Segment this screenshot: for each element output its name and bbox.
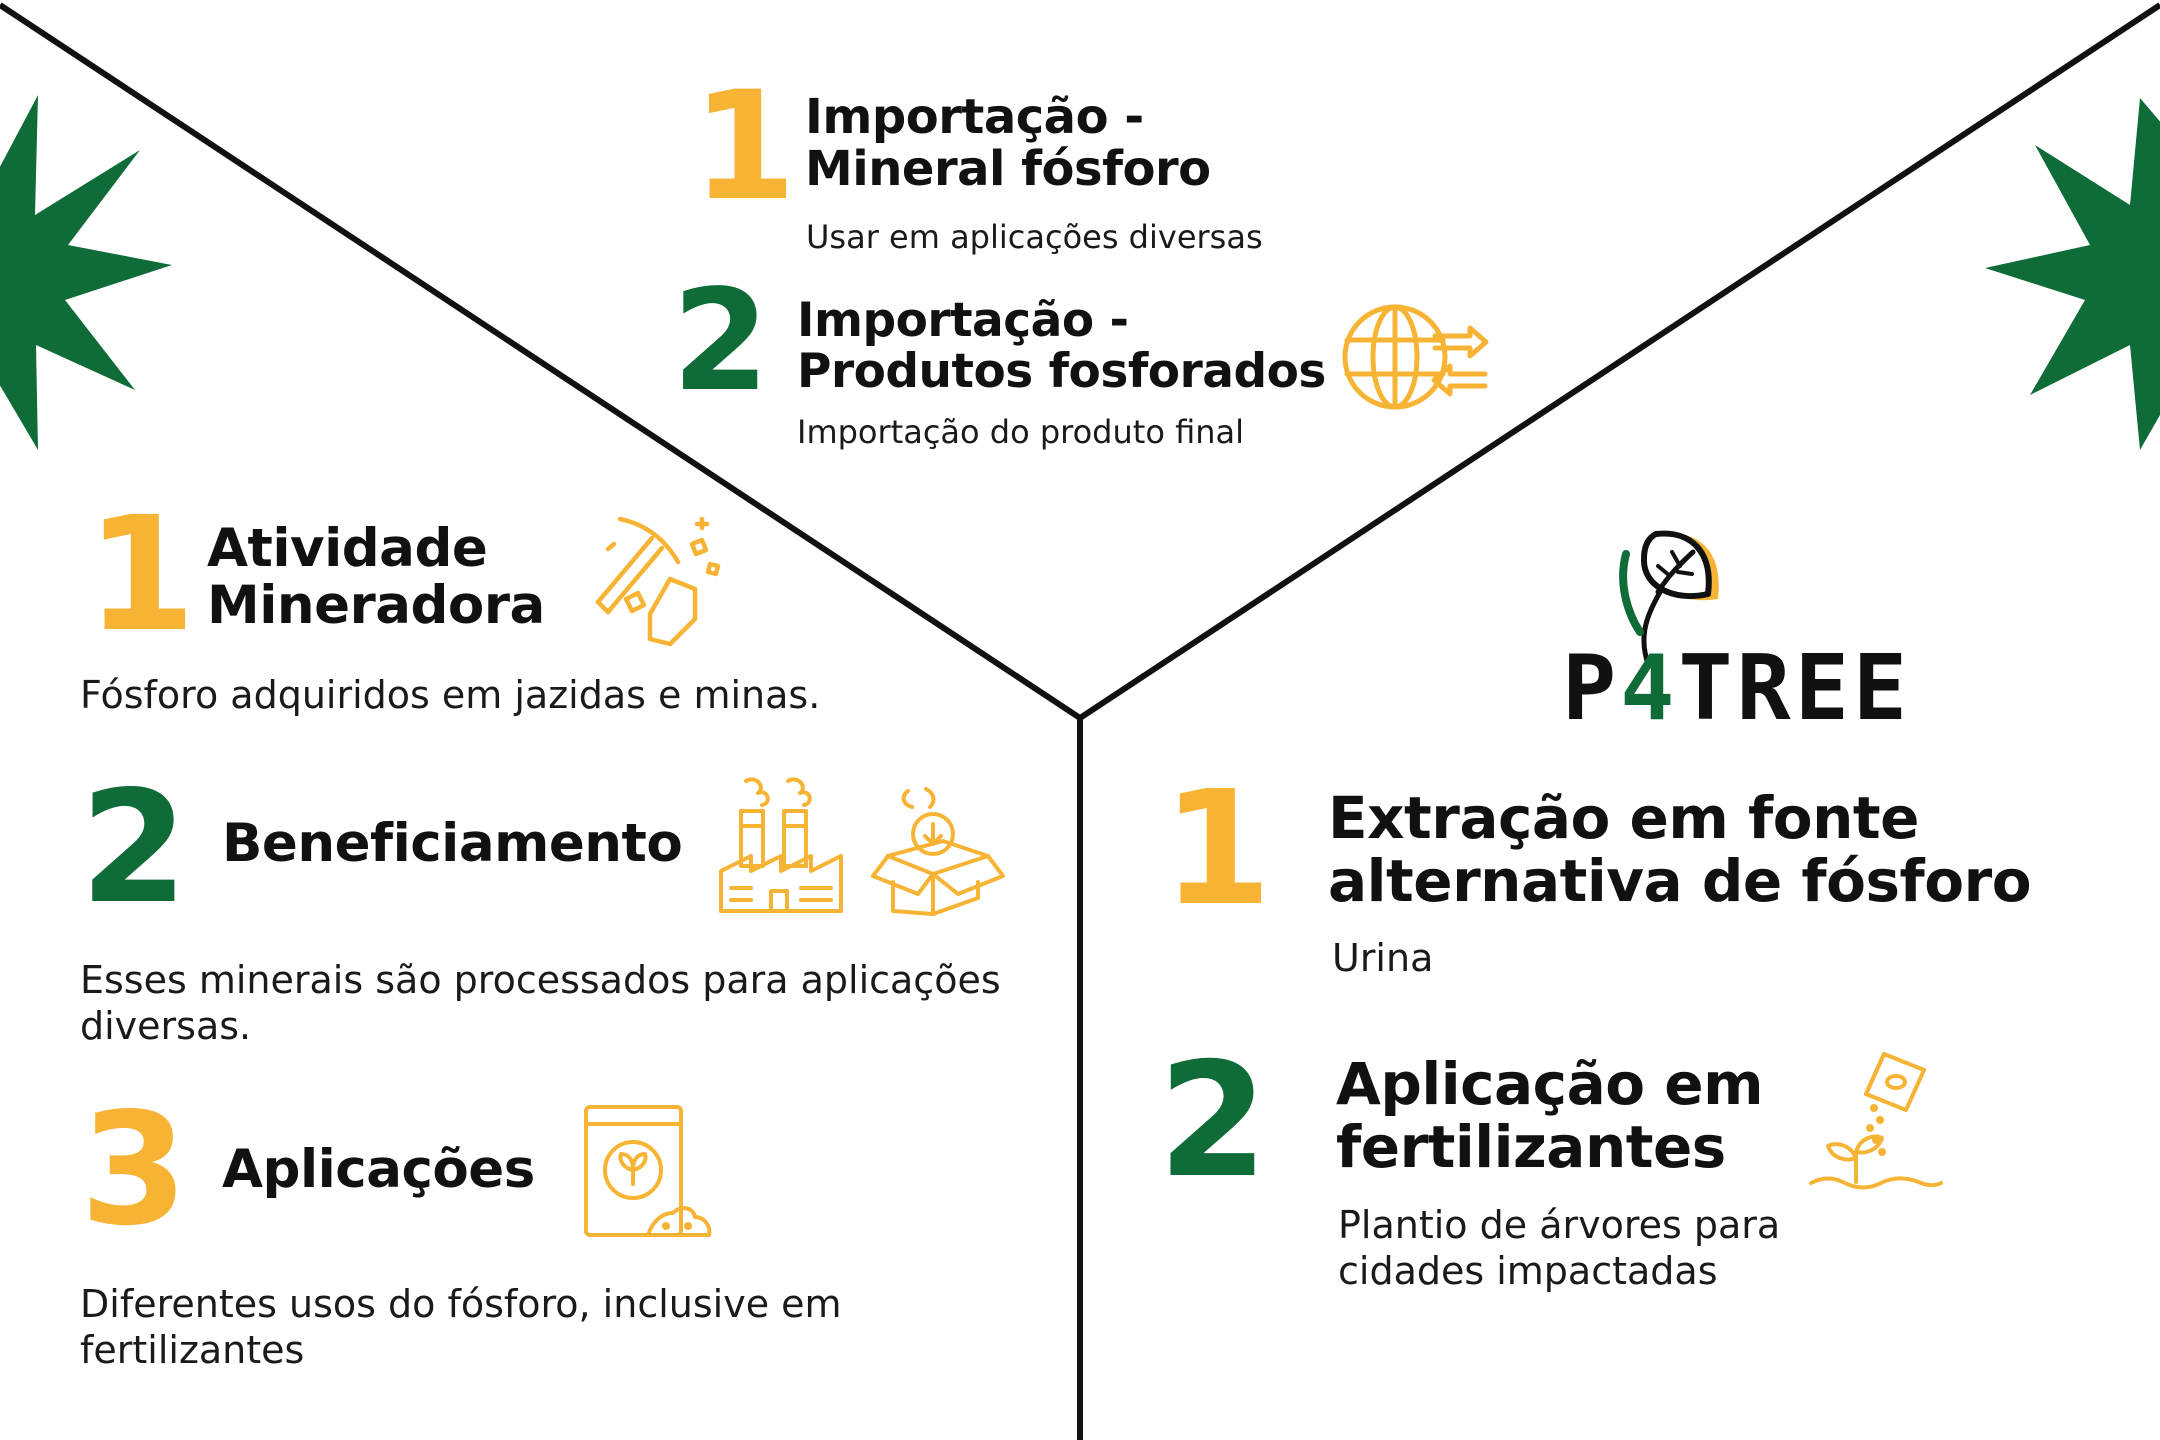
box-icon (868, 786, 1008, 916)
national-2-title: Beneficiamento (222, 813, 683, 874)
globe-exchange-icon (1340, 300, 1490, 415)
national-1-number: 1 (86, 483, 196, 667)
pickaxe-mining-icon (590, 514, 730, 649)
ptree-logo: P4TREE (1562, 644, 1911, 734)
ptree-2-number: 2 (1158, 1029, 1268, 1213)
national-1-description: Fósforo adquiridos em jazidas e minas. (80, 673, 821, 717)
national-3-description: Diferentes usos do fósforo, inclusive em… (80, 1282, 842, 1373)
ptree-2-description: Plantio de árvores para cidades impactad… (1338, 1203, 1781, 1294)
ptree-1-title-line2: alternativa de fósforo (1328, 846, 2032, 915)
ptree-2-title-line2: fertilizantes (1336, 1112, 1726, 1181)
leaf-logo-icon (1608, 524, 1738, 729)
ptree-logo-tree: TREE (1678, 636, 1912, 741)
import-1-description: Usar em aplicações diversas (806, 218, 1263, 256)
national-3-title: Aplicações (222, 1139, 535, 1200)
ptree-logo-p: P (1562, 636, 1621, 741)
fertilizer-bag-icon (578, 1102, 718, 1240)
import-2-title-line1: Importação - (797, 293, 1129, 348)
ptree-1-title-line1: Extração em fonte (1328, 784, 1919, 852)
divider-left (0, 2, 1082, 721)
national-1-title: Atividade Mineradora (207, 518, 545, 637)
ptree-1-number: 1 (1162, 757, 1272, 941)
ptree-1-description: Urina (1332, 936, 1434, 980)
import-1-number: 1 (692, 60, 796, 234)
factory-icon (716, 776, 856, 914)
ptree-2-title: Aplicação em fertilizantes (1336, 1050, 1764, 1181)
national-1-title-line1: Atividade (207, 518, 488, 579)
import-2-number: 2 (672, 260, 769, 423)
import-2-title-line2: Produtos fosforados (797, 343, 1326, 399)
divider-right (1078, 2, 2160, 721)
import-1-title-line2: Mineral fósforo (805, 140, 1211, 197)
national-2-description: Esses minerais são processados para apli… (80, 958, 1001, 1049)
ptree-1-title: Extração em fonte alternativa de fósforo (1328, 784, 2032, 915)
sprout-seed-icon (1806, 1048, 1946, 1190)
star-right-icon (1985, 98, 2160, 450)
national-2-number: 2 (80, 757, 188, 938)
import-1-title: Importação - Mineral fósforo (805, 89, 1211, 197)
ptree-2-title-line1: Aplicação em (1336, 1050, 1764, 1118)
star-left-icon (0, 95, 172, 450)
national-1-title-line2: Mineradora (207, 575, 545, 637)
import-1-title-line1: Importação - (805, 89, 1144, 145)
import-2-title: Importação - Produtos fosforados (797, 293, 1326, 399)
import-2-description: Importação do produto final (797, 413, 1244, 451)
national-3-number: 3 (80, 1079, 188, 1260)
ptree-logo-four: 4 (1620, 636, 1679, 741)
